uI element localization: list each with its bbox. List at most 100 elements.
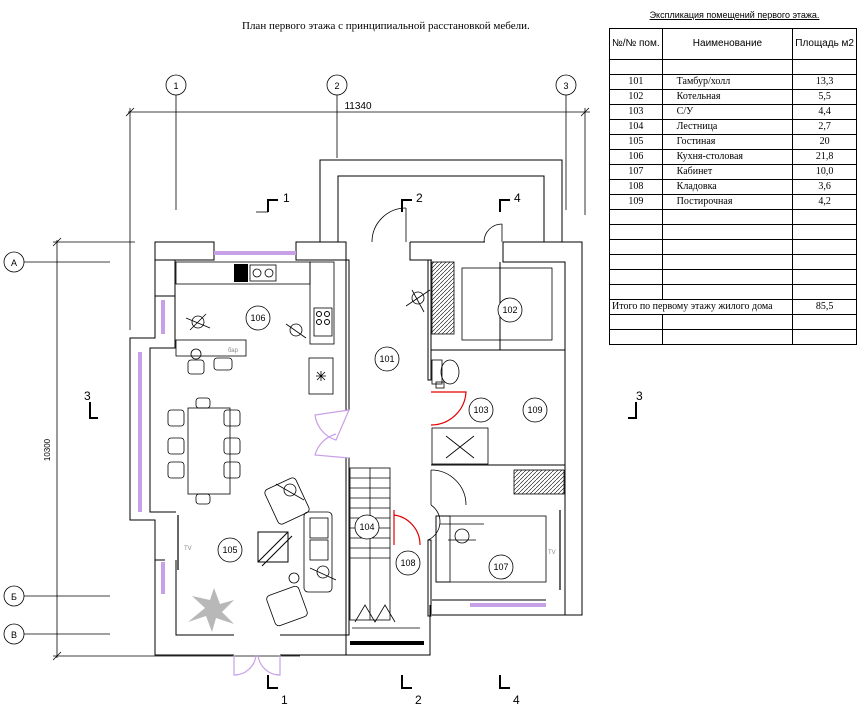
coffee-table-icon	[257, 531, 293, 567]
axis-3: 3	[555, 74, 577, 210]
section-2-bottom-label: 2	[415, 693, 422, 707]
room-bubble-108	[395, 550, 421, 576]
sofa-icon	[303, 511, 333, 593]
section-mark-4-top	[499, 199, 510, 212]
section-3-right-label: 3	[636, 389, 643, 403]
stairs-icon	[349, 467, 420, 629]
table-row-empty	[609, 269, 857, 285]
dimension-height	[52, 237, 300, 661]
axis-B-label: Б	[11, 592, 17, 602]
room-labels: 101 102 103 104 105 106 107 108 109	[217, 297, 548, 580]
room-number-106: 106	[250, 313, 265, 323]
room-bubble-101	[374, 346, 400, 372]
room-number-102: 102	[502, 305, 517, 315]
header-area: Площадь м2	[792, 28, 857, 60]
bed-icon	[435, 515, 547, 583]
section-mark-1-top	[256, 199, 278, 213]
table-row-empty	[609, 209, 857, 225]
room-number-105: 105	[222, 545, 237, 555]
room-number-107: 107	[493, 562, 508, 572]
room-number-109: 109	[527, 405, 542, 415]
fridge-icon	[308, 357, 334, 395]
sink-icon	[249, 264, 277, 282]
dimension-width-label: 11340	[344, 101, 372, 112]
header-num: №/№ пом.	[609, 28, 663, 60]
dimension-height-label: 10300	[43, 438, 52, 461]
table-total-row: Итого по первому этажу жилого дома 85,5	[608, 299, 857, 315]
room-bubble-106	[245, 305, 271, 331]
section-3-left-label: 3	[84, 389, 91, 403]
room-number-104: 104	[359, 522, 374, 532]
storage-door[interactable]	[393, 510, 421, 546]
dimension-width	[125, 107, 590, 330]
wardrobe-hall	[431, 261, 455, 335]
axis-2: 2	[326, 74, 348, 158]
axis-2-label: 2	[334, 81, 339, 91]
axis-V-label: В	[11, 630, 17, 640]
bar-label: бар	[228, 348, 239, 354]
table-row-empty	[609, 224, 857, 240]
room-number-101: 101	[379, 354, 394, 364]
section-mark-3-left	[89, 402, 98, 419]
bar-stools	[187, 357, 233, 375]
kitchen-door[interactable]	[314, 409, 350, 459]
axis-B: Б	[3, 585, 110, 607]
room-bubble-105	[217, 537, 243, 563]
section-mark-2-bottom	[401, 675, 412, 689]
plan-title: План первого этажа с принципиальной расс…	[242, 20, 530, 32]
person-icons	[185, 289, 484, 584]
terrace-door[interactable]	[233, 654, 281, 676]
windows	[138, 251, 546, 607]
dining-table	[167, 397, 241, 505]
cooktop-icon	[234, 264, 333, 337]
room-bubble-102	[497, 297, 523, 323]
threshold	[350, 641, 424, 645]
section-1-bottom-label: 1	[281, 693, 288, 707]
axis-1: 1	[165, 74, 187, 210]
tv-study-label: TV	[548, 550, 556, 556]
section-2-top-label: 2	[416, 191, 423, 205]
axis-V: В	[3, 623, 110, 645]
axis-A-label: А	[11, 258, 17, 268]
room-bubble-104	[354, 514, 380, 540]
section-4-top-label: 4	[514, 191, 521, 205]
room-bubble-109	[522, 397, 548, 423]
plant-icon	[188, 588, 234, 632]
section-4-bottom-label: 4	[513, 693, 520, 707]
table-header-row: №/№ пом. Наименование Площадь м2	[609, 28, 857, 60]
room-bubble-103	[468, 397, 494, 423]
wc-door[interactable]	[430, 391, 467, 426]
section-mark-1-bottom	[267, 675, 278, 689]
axis-A: А	[3, 251, 110, 273]
table-row-empty	[609, 329, 857, 345]
toilet-icon	[431, 359, 460, 389]
axis-1-label: 1	[173, 81, 178, 91]
kitchen-counter	[175, 261, 335, 357]
table-row-empty	[609, 284, 857, 300]
room-number-103: 103	[473, 405, 488, 415]
axis-3-label: 3	[563, 81, 568, 91]
boiler-room-equipment	[461, 267, 553, 341]
shower-icon	[431, 427, 489, 465]
exterior-walls	[129, 159, 583, 656]
tv-living-label: TV	[184, 546, 192, 552]
section-1-top-label: 1	[283, 191, 290, 205]
entrance-door[interactable]	[371, 207, 503, 243]
section-mark-4-bottom	[499, 675, 510, 689]
armchair-icon	[264, 477, 310, 627]
section-mark-3-right	[628, 402, 637, 419]
room-number-108: 108	[400, 558, 415, 568]
study-door[interactable]	[427, 469, 467, 541]
room-bubble-107	[488, 554, 514, 580]
header-name: Наименование	[661, 28, 794, 60]
